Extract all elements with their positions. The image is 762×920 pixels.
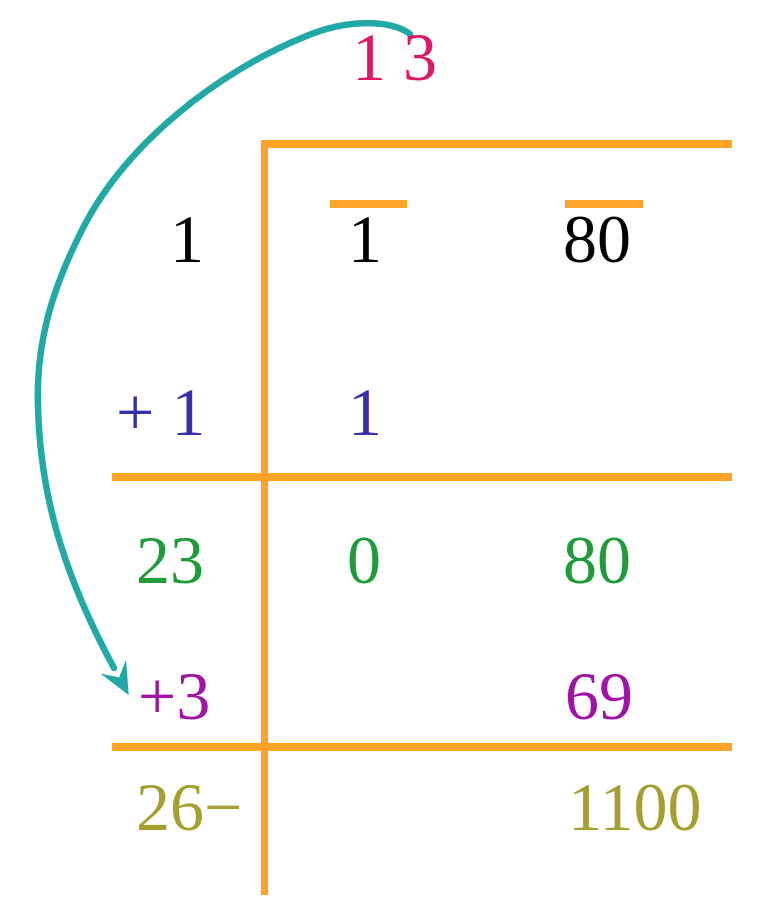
add-term-row2: + 1: [116, 374, 206, 450]
trial-divisor-row3: 23: [136, 522, 204, 598]
add-term-row4: +3: [138, 658, 211, 734]
quotient-digits: 1 3: [352, 19, 437, 95]
product-row4: 69: [565, 658, 633, 734]
digit-group-overbar-80: [565, 200, 643, 208]
brought-down-group-row3: 80: [563, 522, 631, 598]
digit-group-overbar-1: [330, 200, 407, 208]
next-divisor-row5: 26−: [136, 769, 243, 845]
new-remainder-row5: 1100: [568, 769, 702, 845]
divisor-row1: 1: [170, 201, 204, 277]
radicand-group-80: 80: [563, 201, 631, 277]
radicand-group-1: 1: [348, 201, 382, 277]
subtracted-square-row2: 1: [348, 374, 382, 450]
addition-rule-line-1: [112, 473, 732, 481]
addition-rule-line-2: [112, 743, 732, 751]
remainder-zero-row3: 0: [347, 522, 381, 598]
division-top-line: [261, 140, 732, 148]
division-vertical-line: [261, 140, 268, 895]
